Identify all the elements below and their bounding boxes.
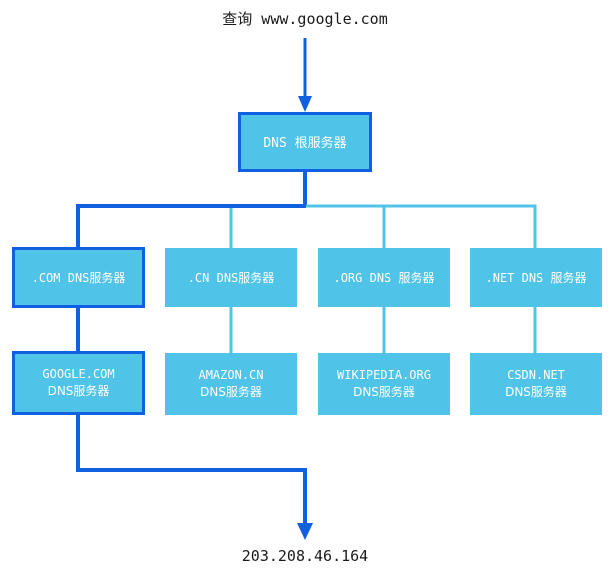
result-ip-caption: 203.208.46.164 — [0, 546, 610, 565]
node-tld-net[interactable]: .NET DNS 服务器 — [470, 248, 602, 307]
node-tld-com-label: .COM DNS服务器 — [31, 271, 126, 286]
node-authoritative-wikipedia-org[interactable]: WIKIPEDIA.ORG DNS服务器 — [318, 353, 450, 415]
query-caption: 查询 www.google.com — [0, 8, 610, 29]
node-authoritative-google-com[interactable]: GOOGLE.COM DNS服务器 — [12, 351, 145, 415]
query-caption-domain: www.google.com — [261, 10, 388, 28]
node-authoritative-wikipedia-org-sublabel: DNS服务器 — [353, 385, 415, 399]
query-caption-prefix: 查询 — [222, 10, 253, 28]
answer-return-path — [76, 413, 307, 528]
node-authoritative-google-com-sublabel: DNS服务器 — [47, 384, 110, 398]
node-authoritative-amazon-cn[interactable]: AMAZON.CN DNS服务器 — [165, 353, 297, 415]
result-ip-value: 203.208.46.164 — [241, 547, 369, 565]
node-authoritative-amazon-cn-sublabel: DNS服务器 — [200, 385, 262, 399]
node-authoritative-csdn-net-sublabel: DNS服务器 — [505, 385, 567, 399]
node-tld-org-label: .ORG DNS 服务器 — [333, 271, 435, 286]
node-tld-cn[interactable]: .CN DNS服务器 — [165, 248, 297, 307]
node-tld-net-label: .NET DNS 服务器 — [485, 271, 587, 286]
node-authoritative-google-com-domain: GOOGLE.COM — [42, 366, 115, 381]
node-dns-root-server[interactable]: DNS 根服务器 — [238, 112, 372, 172]
answer-arrowhead — [297, 523, 313, 540]
query-arrowhead — [298, 96, 312, 112]
node-dns-root-server-label: DNS 根服务器 — [263, 135, 347, 151]
node-tld-org[interactable]: .ORG DNS 服务器 — [318, 248, 450, 307]
node-authoritative-amazon-cn-domain: AMAZON.CN — [198, 367, 264, 382]
node-tld-cn-label: .CN DNS服务器 — [187, 271, 275, 286]
node-tld-com[interactable]: .COM DNS服务器 — [12, 247, 145, 308]
node-authoritative-wikipedia-org-domain: WIKIPEDIA.ORG — [337, 367, 431, 382]
node-authoritative-csdn-net[interactable]: CSDN.NET DNS服务器 — [470, 353, 602, 415]
node-authoritative-csdn-net-domain: CSDN.NET — [507, 367, 565, 382]
